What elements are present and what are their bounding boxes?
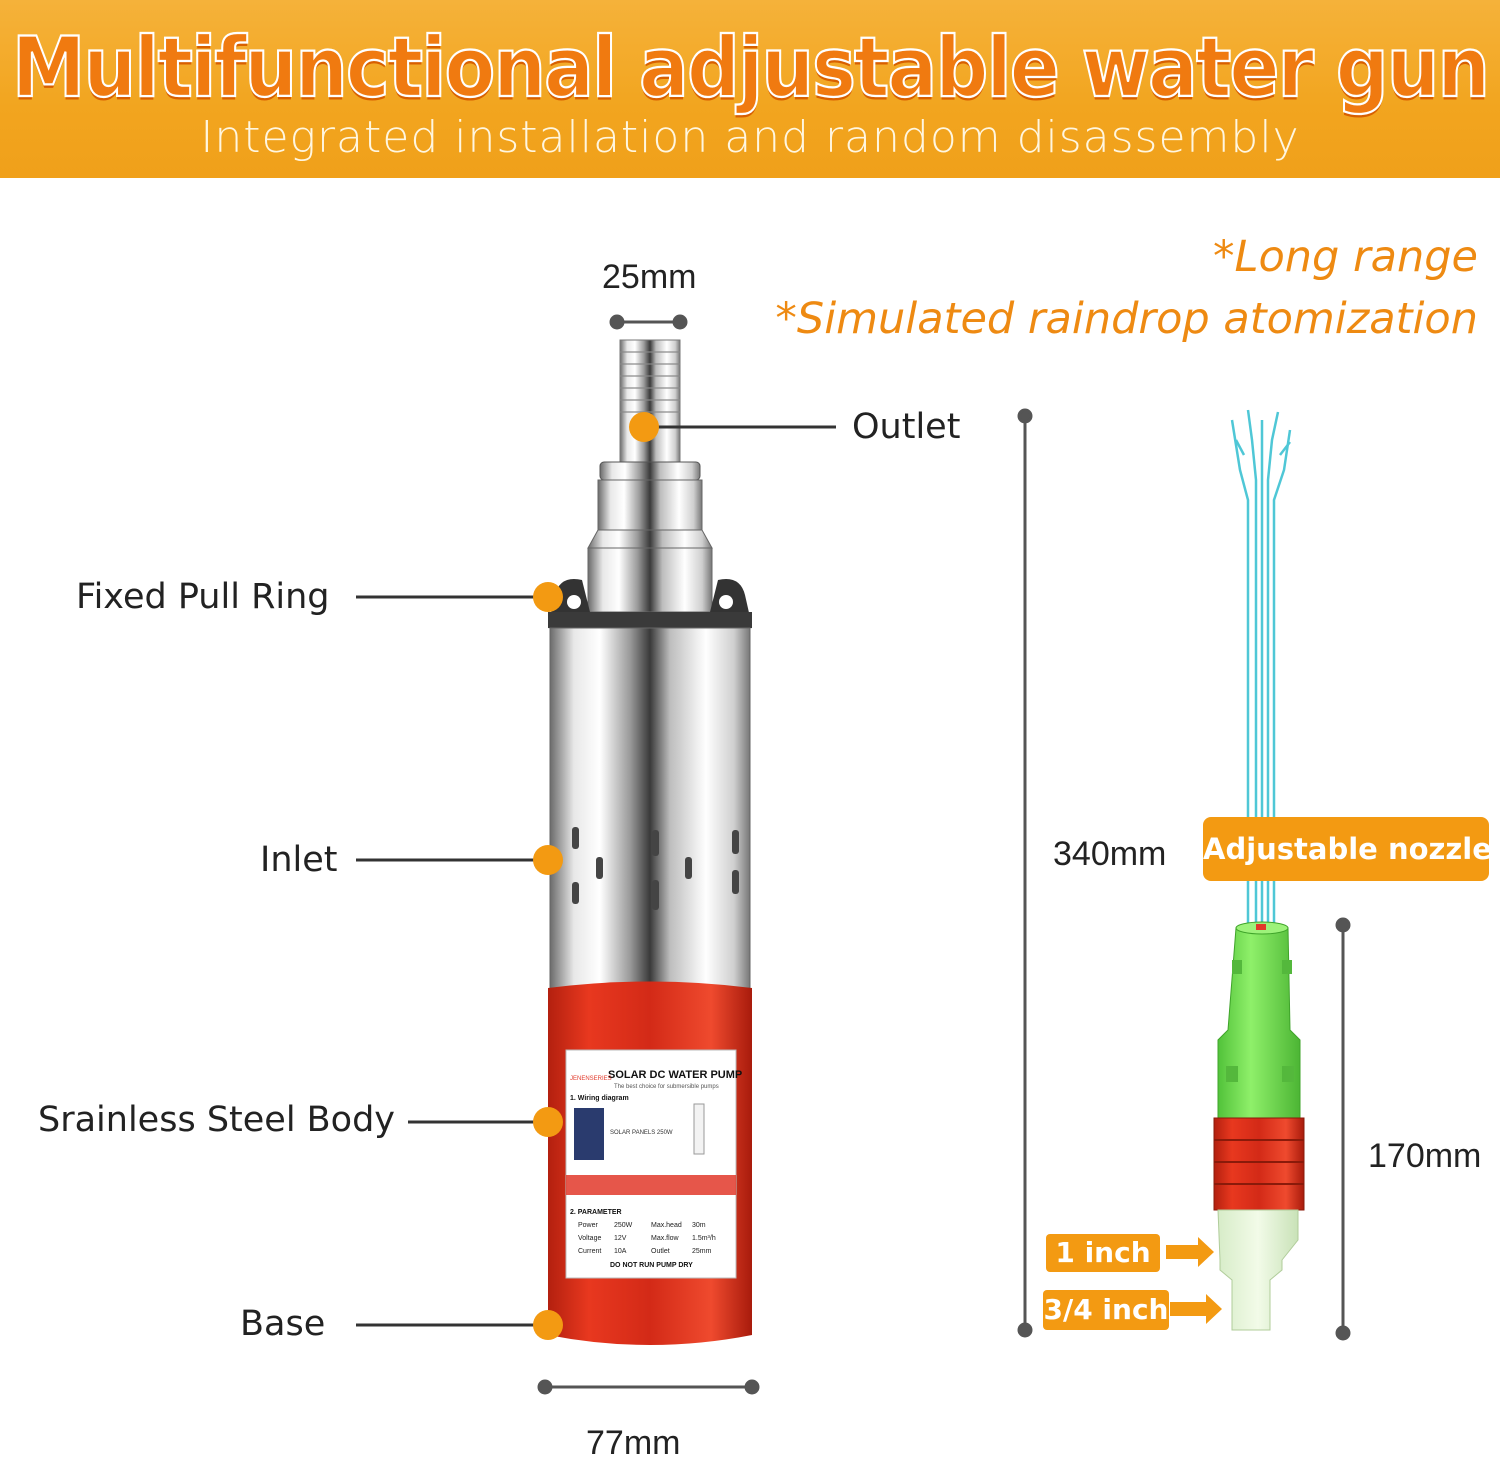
pump-label: SOLAR DC WATER PUMP JENENSERIES The best…: [570, 1069, 742, 1269]
svg-text:Max.flow: Max.flow: [651, 1235, 680, 1242]
svg-text:250W: 250W: [614, 1222, 633, 1229]
outlet-label: Outlet: [852, 407, 961, 447]
svg-text:Current: Current: [578, 1248, 601, 1255]
outlet-dimension-line: [609, 314, 688, 330]
banner-title: Multifunctional adjustable water gun: [11, 19, 1491, 118]
pump-mini-icon: [693, 1103, 705, 1155]
adjustable-nozzle-badge: Adjustable nozzle: [1203, 817, 1492, 881]
nozzle: [1213, 921, 1305, 1331]
label-wiring: 1. Wiring diagram: [570, 1095, 629, 1102]
label-warning: DO NOT RUN PUMP DRY: [610, 1262, 693, 1269]
svg-text:12V: 12V: [614, 1235, 627, 1242]
nozzle-height-dimension-line: [1335, 917, 1351, 1341]
svg-text:1.5m³/h: 1.5m³/h: [692, 1235, 716, 1242]
body-label: Srainless Steel Body: [38, 1100, 396, 1140]
pull-ring-label: Fixed Pull Ring: [76, 577, 330, 617]
feature-atomization: *Simulated raindrop atomization: [775, 294, 1478, 344]
label-tagline: The best choice for submersible pumps: [614, 1084, 719, 1090]
header-banner: Multifunctional adjustable water gun Int…: [0, 0, 1500, 178]
body-marker-dot: [533, 1107, 563, 1137]
label-brand: JENENSERIES: [570, 1076, 612, 1082]
svg-text:Power: Power: [578, 1222, 599, 1229]
label-solar: SOLAR PANELS 250W: [610, 1130, 673, 1136]
base-label: Base: [240, 1304, 326, 1344]
svg-text:Max.head: Max.head: [651, 1222, 682, 1229]
label-title: SOLAR DC WATER PUMP: [608, 1069, 742, 1081]
total-height-label: 340mm: [1053, 835, 1167, 873]
total-height-dimension-line: [1017, 408, 1033, 1338]
size-1-inch-badge: 1 inch: [1046, 1234, 1160, 1272]
banner-subtitle: Integrated installation and random disas…: [200, 112, 1300, 163]
base-width-label: 77mm: [586, 1424, 681, 1462]
inlet-label: Inlet: [260, 840, 338, 880]
outlet-width-label: 25mm: [602, 258, 697, 296]
svg-text:Voltage: Voltage: [578, 1235, 601, 1242]
pull-ring-marker-dot: [533, 582, 563, 612]
size-3-4-inch-badge: 3/4 inch: [1043, 1290, 1169, 1330]
label-parameter: 2. PARAMETER: [570, 1209, 622, 1216]
leader-lines: [356, 425, 836, 1327]
feature-long-range: *Long range: [1212, 232, 1478, 282]
inlet-marker-dot: [533, 845, 563, 875]
svg-text:25mm: 25mm: [692, 1248, 712, 1255]
size-arrows: [1166, 1237, 1222, 1324]
svg-text:Outlet: Outlet: [651, 1248, 670, 1255]
outlet-marker-dot: [629, 412, 659, 442]
nozzle-height-label: 170mm: [1368, 1137, 1482, 1175]
base-dimension-line: [537, 1379, 760, 1395]
pump: [548, 339, 752, 1345]
water-spray: [1230, 409, 1292, 930]
solar-panel-icon: [574, 1108, 604, 1160]
base-marker-dot: [533, 1310, 563, 1340]
svg-text:30m: 30m: [692, 1222, 706, 1229]
svg-text:10A: 10A: [614, 1248, 627, 1255]
